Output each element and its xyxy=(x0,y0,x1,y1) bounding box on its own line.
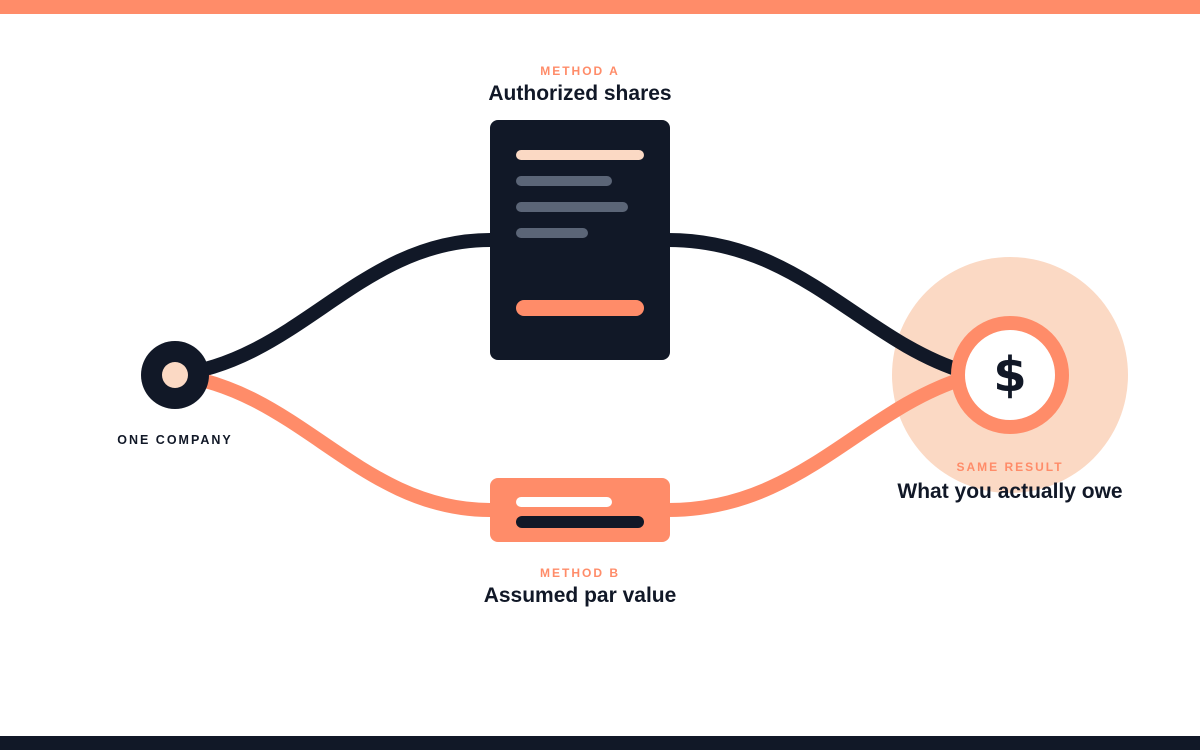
method-a-title: Authorized shares xyxy=(488,82,672,105)
path-a-incoming xyxy=(168,233,497,382)
method-b-eyebrow: METHOD B xyxy=(540,566,620,580)
slip-line-dark xyxy=(516,516,644,528)
result-label: SAME RESULT What you actually owe xyxy=(890,460,1130,504)
result-eyebrow: SAME RESULT xyxy=(956,460,1064,474)
method-a-label: METHOD A Authorized shares xyxy=(430,64,730,106)
doc-line xyxy=(516,176,612,186)
top-accent-bar xyxy=(0,0,1200,14)
doc-line xyxy=(516,202,628,212)
source-node-core xyxy=(162,362,188,388)
method-a-eyebrow: METHOD A xyxy=(540,64,620,78)
dollar-icon: $ xyxy=(993,347,1027,403)
doc-line xyxy=(516,228,588,238)
method-a-card xyxy=(490,120,670,360)
method-b-card xyxy=(490,478,670,542)
path-a-outgoing xyxy=(661,233,972,379)
method-b-title: Assumed par value xyxy=(483,584,677,607)
bottom-bar xyxy=(0,736,1200,750)
result-node xyxy=(951,316,1069,434)
doc-line-highlight xyxy=(516,150,644,160)
slip-line-light xyxy=(516,497,612,507)
result-title: What you actually owe xyxy=(897,480,1123,503)
path-b-outgoing xyxy=(661,371,972,517)
method-b-label: METHOD B Assumed par value xyxy=(430,566,730,608)
path-b-incoming xyxy=(168,368,497,517)
doc-total-bar xyxy=(516,300,644,316)
source-label: ONE COMPANY xyxy=(117,433,233,447)
